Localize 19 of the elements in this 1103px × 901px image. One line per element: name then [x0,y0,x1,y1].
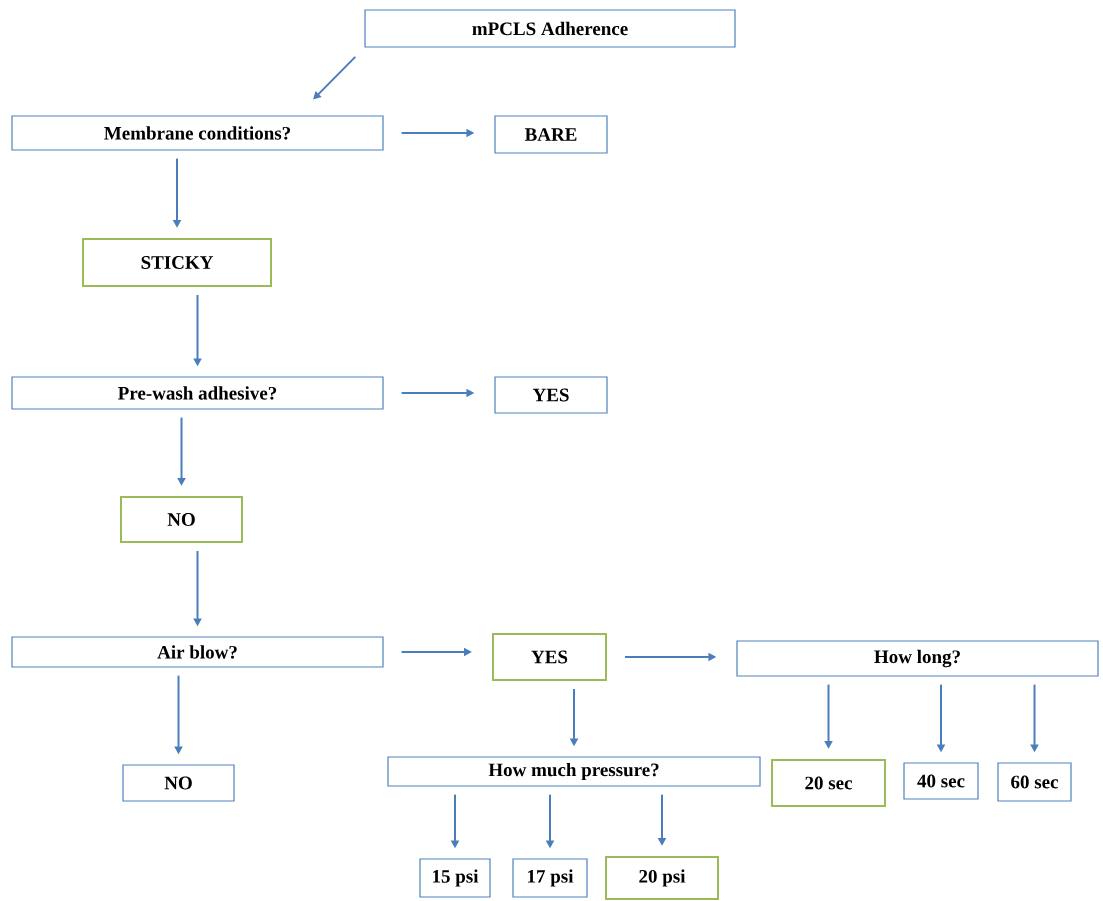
process-box: 60 sec [997,762,1072,802]
process-box: 20 psi [605,856,719,900]
process-box: YES [492,633,607,681]
process-box: YES [494,376,608,414]
process-box: 15 psi [419,858,491,898]
process-box: 17 psi [512,858,588,898]
arrow [313,55,357,100]
process-box: Membrane conditions? [11,115,384,151]
process-box: Air blow? [11,636,384,668]
process-box: NO [120,496,243,543]
process-box: How long? [736,640,1099,677]
process-box: How much pressure? [387,756,761,787]
process-box: 20 sec [771,759,886,807]
process-box: 40 sec [903,762,979,800]
process-box: STICKY [82,238,272,287]
process-box: NO [122,764,235,802]
process-box: Pre-wash adhesive? [11,376,384,410]
process-box: mPCLS Adherence [364,9,736,48]
process-box: BARE [494,115,608,154]
